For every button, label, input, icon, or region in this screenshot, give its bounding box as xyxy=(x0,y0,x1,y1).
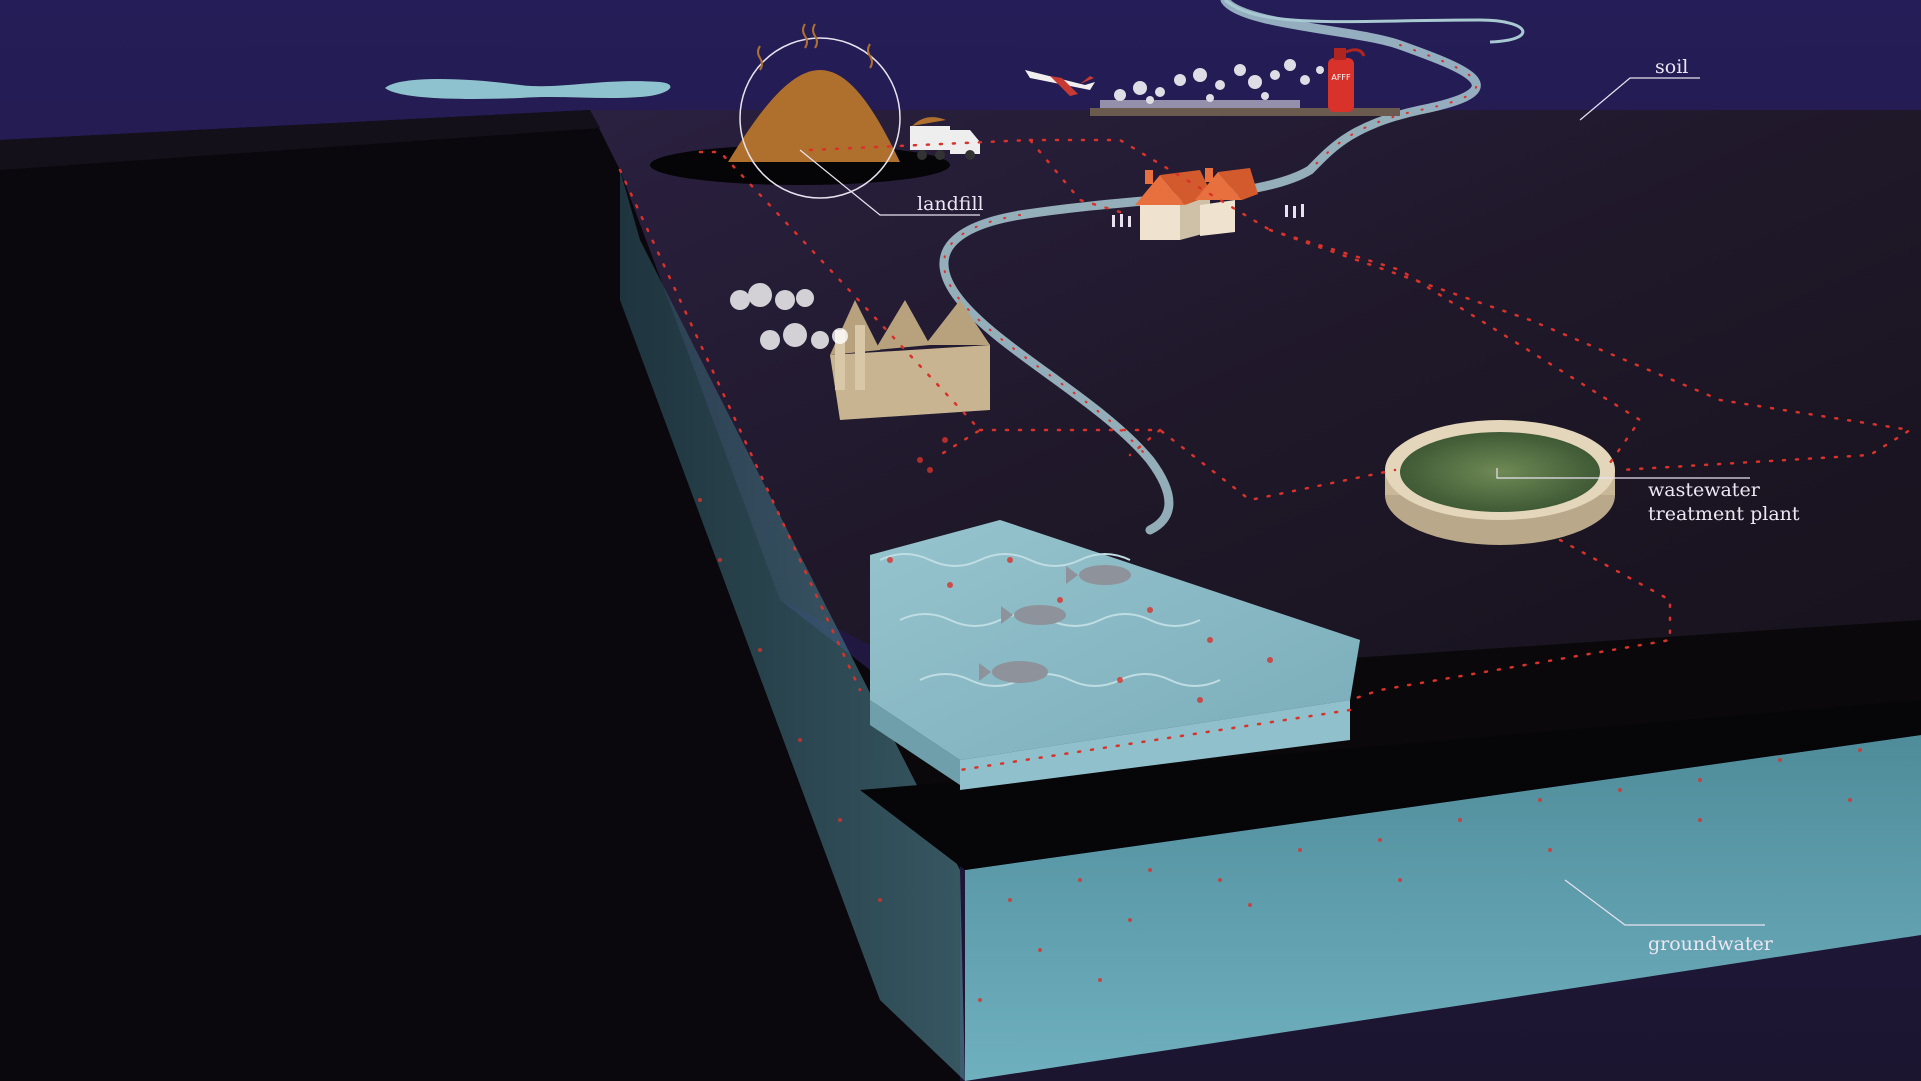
left-soil-top xyxy=(0,110,600,170)
factory-smoke xyxy=(730,283,848,350)
river-dots xyxy=(942,44,1478,461)
water-block xyxy=(870,520,1360,790)
particle-pathways xyxy=(618,138,1914,772)
wastewater-treatment-plant xyxy=(1385,420,1615,545)
wastewater-label-line1: wastewater xyxy=(1648,479,1761,501)
soil-label: soil xyxy=(1655,56,1688,78)
label-soil: soil xyxy=(1579,56,1700,121)
landfill-highlight-circle xyxy=(739,37,901,199)
groundwater-left-face xyxy=(620,170,965,1081)
groundwater-front-face xyxy=(965,735,1921,1081)
left-soil-block xyxy=(0,110,960,1081)
fish xyxy=(979,565,1131,683)
label-landfill: landfill xyxy=(799,149,984,216)
pond xyxy=(385,79,671,99)
runway xyxy=(1090,108,1400,116)
contamination-particles xyxy=(698,437,1862,1002)
landfill-fumes xyxy=(757,23,873,71)
fire-extinguisher-icon: AFFF xyxy=(1328,48,1366,112)
soil-dark-band xyxy=(860,700,1921,870)
label-groundwater: groundwater xyxy=(1564,879,1774,955)
factory xyxy=(830,300,990,420)
houses xyxy=(1135,168,1258,240)
river-far xyxy=(1224,0,1525,44)
people-figures xyxy=(1112,204,1304,227)
landfill-label: landfill xyxy=(917,193,984,215)
label-wastewater: wastewater treatment plant xyxy=(1496,468,1800,525)
groundwater-label: groundwater xyxy=(1648,933,1774,955)
landfill-mound xyxy=(728,70,900,162)
extinguisher-label: AFFF xyxy=(1331,73,1351,82)
wastewater-label-line2: treatment plant xyxy=(1648,503,1800,525)
airplane xyxy=(1025,70,1095,96)
